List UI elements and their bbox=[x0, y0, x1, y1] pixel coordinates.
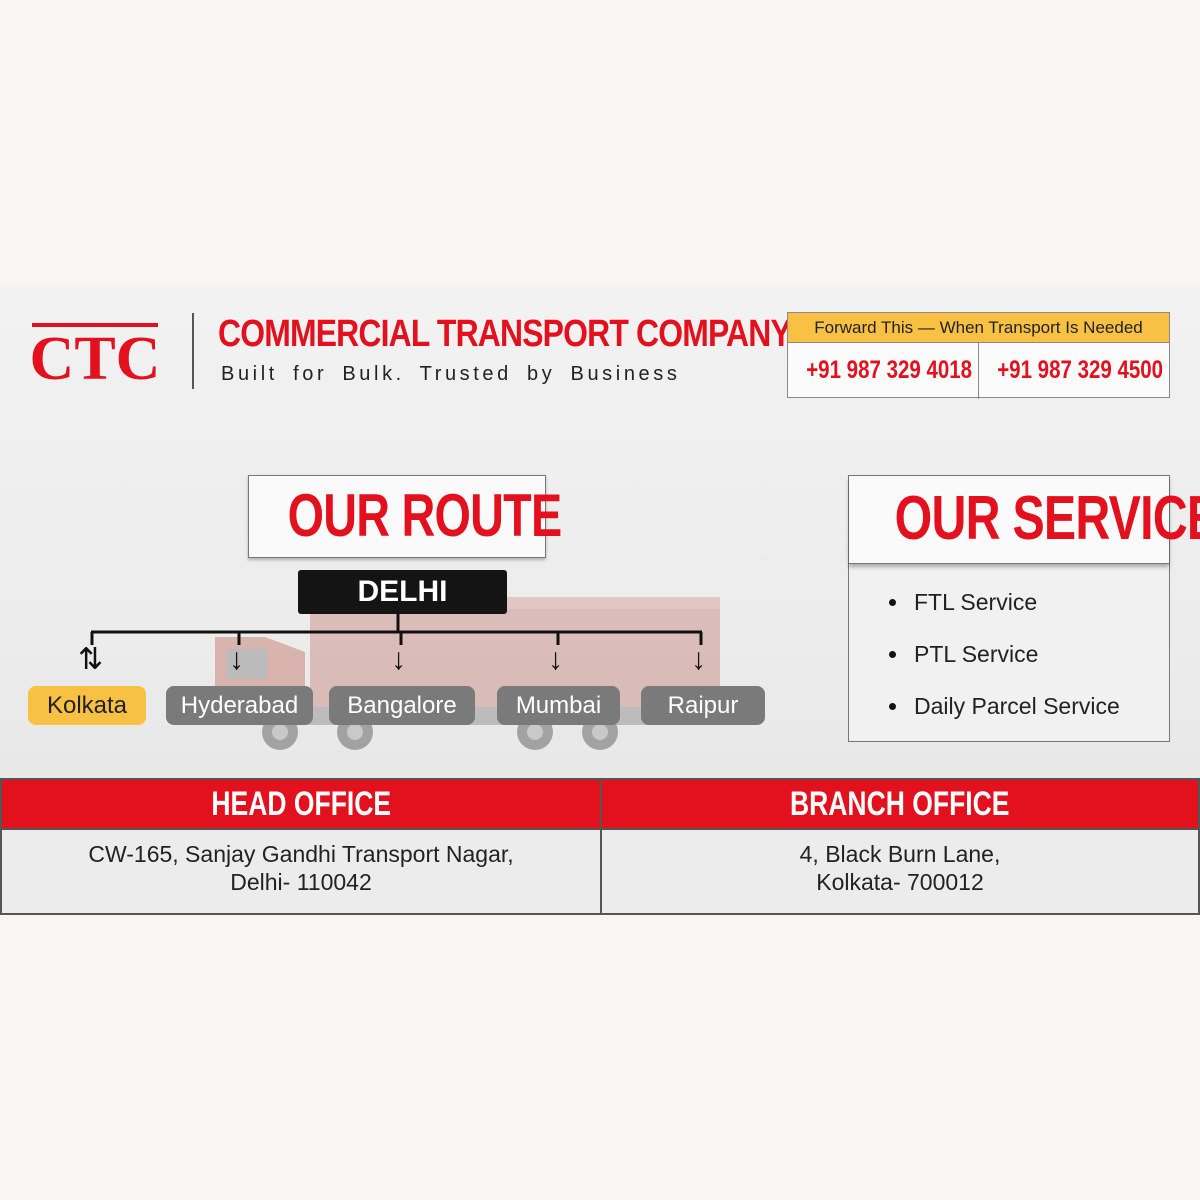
service-box: OUR SERVICE FTL Service PTL Service Dail… bbox=[848, 475, 1200, 742]
city-mumbai: Mumbai bbox=[497, 686, 620, 725]
offices-section: HEAD OFFICE CW-165, Sanjay Gandhi Transp… bbox=[0, 778, 1200, 915]
city-kolkata: Kolkata bbox=[28, 686, 146, 725]
company-name: COMMERCIAL TRANSPORT COMPANY bbox=[218, 313, 792, 355]
service-item: PTL Service bbox=[849, 636, 1169, 688]
contact-box: Forward This — When Transport Is Needed … bbox=[787, 312, 1170, 399]
service-item: Daily Parcel Service bbox=[849, 688, 1169, 740]
down-arrow-icon: ↓ bbox=[391, 643, 406, 676]
city-hyderabad: Hyderabad bbox=[166, 686, 313, 725]
logo-divider bbox=[192, 313, 194, 389]
branch-office-address: 4, Black Burn Lane, Kolkata- 700012 bbox=[799, 841, 1001, 895]
route-connector-lines bbox=[90, 614, 703, 645]
city-raipur: Raipur bbox=[641, 686, 765, 725]
service-list: FTL Service PTL Service Daily Parcel Ser… bbox=[849, 564, 1169, 740]
down-arrow-icon: ↓ bbox=[548, 643, 563, 676]
service-title: OUR SERVICE bbox=[894, 484, 1200, 553]
transport-banner: CTC COMMERCIAL TRANSPORT COMPANY Built f… bbox=[0, 285, 1200, 915]
phone-number-1[interactable]: +91 987 329 4018 bbox=[788, 343, 979, 399]
route-title-box: OUR ROUTE bbox=[248, 475, 562, 558]
two-way-arrow-icon: ⇅ bbox=[78, 643, 104, 676]
down-arrow-icon: ↓ bbox=[691, 643, 706, 676]
route-title: OUR ROUTE bbox=[287, 482, 563, 549]
branch-office-header: BRANCH OFFICE bbox=[602, 780, 1198, 830]
tagline: Built for Bulk. Trusted by Business bbox=[221, 363, 681, 385]
contact-header: Forward This — When Transport Is Needed bbox=[788, 313, 1169, 343]
head-office-address: CW-165, Sanjay Gandhi Transport Nagar, D… bbox=[88, 841, 514, 895]
head-office-header: HEAD OFFICE bbox=[2, 780, 600, 830]
city-bangalore: Bangalore bbox=[329, 686, 475, 725]
service-title-box: OUR SERVICE bbox=[849, 476, 1200, 564]
branch-office: BRANCH OFFICE 4, Black Burn Lane, Kolkat… bbox=[600, 778, 1200, 915]
svg-text:CTC: CTC bbox=[30, 325, 161, 387]
phone-number-2[interactable]: +91 987 329 4500 bbox=[997, 356, 1164, 384]
route-hub-delhi: DELHI bbox=[298, 570, 507, 614]
service-item: FTL Service bbox=[849, 584, 1169, 636]
ctc-logo: CTC bbox=[30, 323, 161, 387]
head-office: HEAD OFFICE CW-165, Sanjay Gandhi Transp… bbox=[0, 778, 601, 915]
down-arrow-icon: ↓ bbox=[229, 643, 244, 676]
